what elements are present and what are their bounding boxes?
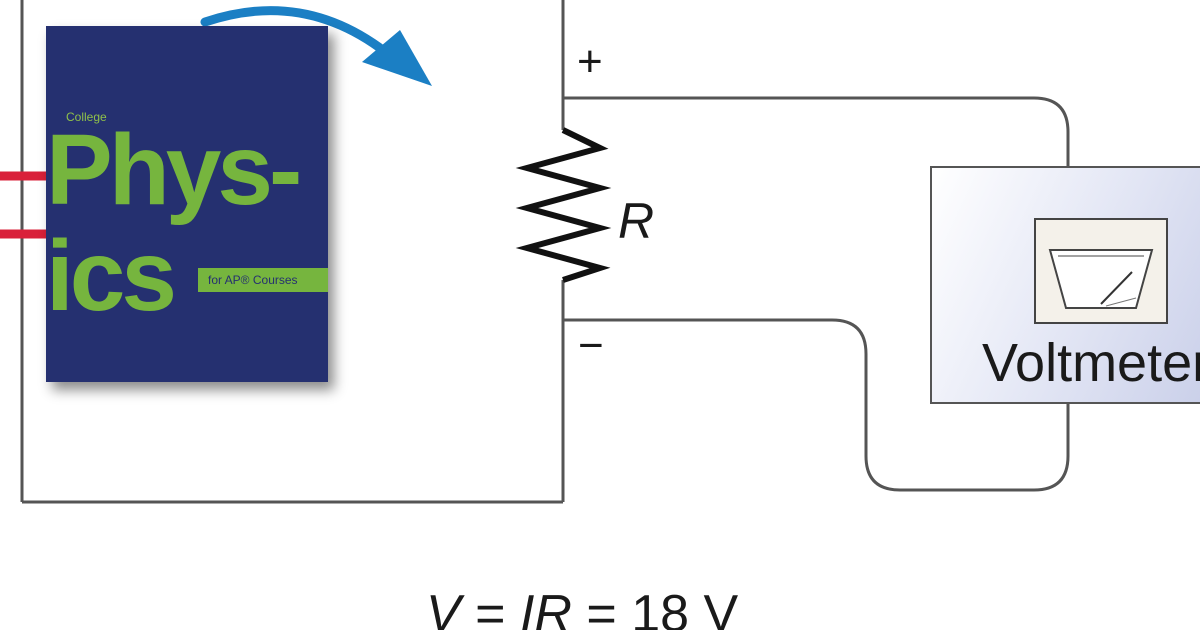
positive-terminal-sign: +	[577, 37, 603, 86]
voltmeter-label: Voltmeter	[982, 333, 1200, 393]
book-small-title: College	[66, 110, 107, 124]
book-subtitle-band: for AP® Courses	[198, 268, 328, 292]
resistor-label: R	[618, 193, 655, 249]
meter-dial-icon	[1034, 218, 1168, 324]
voltmeter-wire-top	[563, 96, 1070, 166]
book-cover: College Phys- ics for AP® Courses	[46, 26, 328, 382]
equation-voltage-symbol: V	[426, 585, 461, 630]
voltmeter-wire-bottom	[563, 318, 1070, 492]
ohms-law-equation: V = IR = 18 V	[426, 588, 738, 630]
equation-equals: =	[460, 585, 520, 630]
equation-result: = 18 V	[571, 585, 739, 630]
equation-ir-symbol: IR	[519, 585, 572, 630]
book-subtitle: for AP® Courses	[208, 273, 298, 287]
book-title-line-1: Phys-	[46, 114, 302, 226]
curved-arrow-icon	[200, 6, 432, 86]
book-title-line-2: ics	[46, 220, 177, 332]
voltmeter-box: Voltmeter	[930, 166, 1200, 404]
meter-dial-graphic	[1048, 249, 1154, 309]
resistor-symbol	[515, 127, 612, 283]
negative-terminal-sign: −	[578, 321, 604, 370]
